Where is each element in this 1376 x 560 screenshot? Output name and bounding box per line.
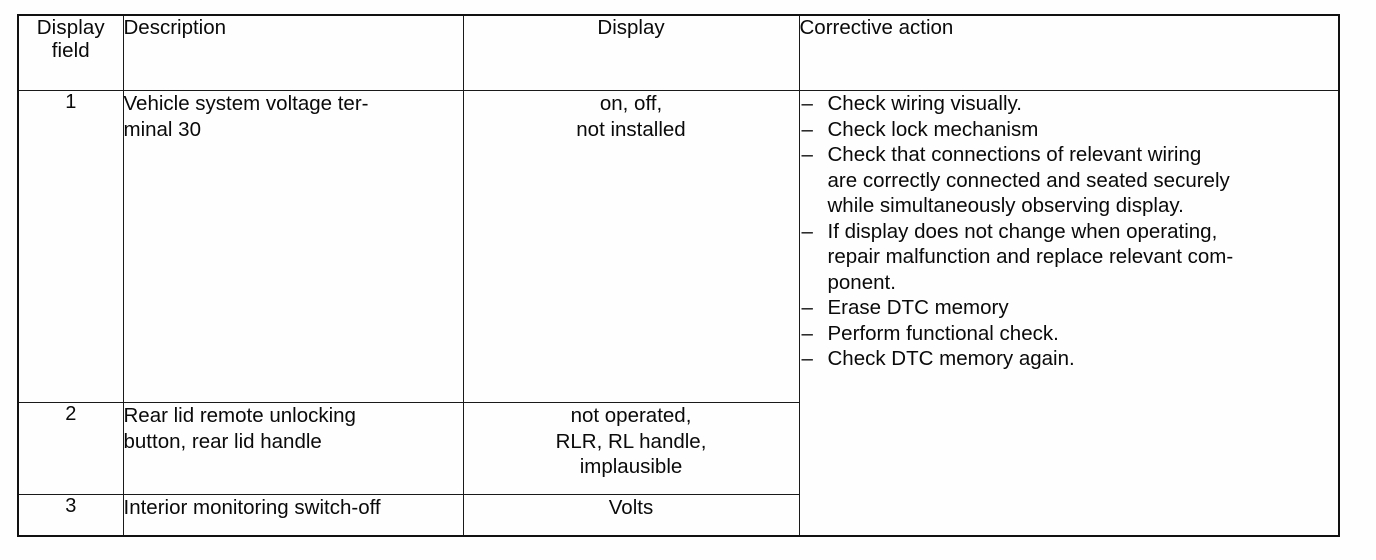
description-line: Vehicle system voltage ter- xyxy=(123,92,369,115)
action-line: Check lock mechanism xyxy=(827,117,1039,141)
column-header-display-field-line1: Display xyxy=(36,16,105,39)
description-line: Rear lid remote unlocking xyxy=(123,404,356,427)
cell-corrective-action: – Check wiring visually. – Check lock me… xyxy=(798,90,1340,536)
cell-description: Rear lid remote unlocking button, rear l… xyxy=(122,402,464,495)
cell-description: Vehicle system voltage ter- minal 30 xyxy=(122,90,464,403)
action-line: Check DTC memory again. xyxy=(827,347,1075,370)
diagnostic-table: Display field Description Display Correc… xyxy=(17,14,1340,537)
action-line: Check that connections of relevant wirin… xyxy=(827,143,1202,166)
action-line: Check wiring visually. xyxy=(827,92,1022,115)
dash-bullet-icon: – xyxy=(801,143,813,166)
cell-display-field: 3 xyxy=(17,494,124,536)
dash-bullet-icon: – xyxy=(801,92,813,115)
display-value-line: not operated, xyxy=(570,404,692,427)
list-item: – Check that connections of relevant wir… xyxy=(800,142,1339,219)
dash-bullet-icon: – xyxy=(801,219,813,243)
cell-description: Interior monitoring switch-off xyxy=(122,494,464,536)
list-item: – If display does not change when operat… xyxy=(800,219,1339,296)
table-row: 3 Interior monitoring switch-off Volts xyxy=(17,494,1339,536)
dash-bullet-icon: – xyxy=(801,321,813,345)
action-line: repair malfunction and replace relevant … xyxy=(827,245,1234,268)
display-value-line: Volts xyxy=(608,496,654,519)
table-row: 1 Vehicle system voltage ter- minal 30 o… xyxy=(17,90,1340,536)
list-item: – Perform functional check. xyxy=(800,321,1339,347)
list-item: – Check DTC memory again. xyxy=(800,346,1339,372)
header-row: Display field Description Display Correc… xyxy=(17,14,1340,91)
action-line: are correctly connected and seated secur… xyxy=(827,168,1230,192)
display-value-line: not installed xyxy=(576,117,686,141)
dash-bullet-icon: – xyxy=(801,117,813,141)
dash-bullet-icon: – xyxy=(801,347,813,370)
cell-display-field: 1 xyxy=(17,90,124,403)
action-line: Erase DTC memory xyxy=(827,296,1009,319)
corrective-action-list: – Check wiring visually. – Check lock me… xyxy=(800,91,1339,372)
list-item: – Check lock mechanism xyxy=(800,117,1339,143)
column-header-display-field: Display field xyxy=(17,14,124,91)
dash-bullet-icon: – xyxy=(801,296,813,319)
action-line: If display does not change when operatin… xyxy=(827,219,1218,243)
display-value-line: on, off, xyxy=(599,92,663,115)
action-line: while simultaneously observing display. xyxy=(827,194,1184,217)
description-line: Interior monitoring switch-off xyxy=(123,496,381,519)
column-header-corrective-action: Corrective action xyxy=(798,14,1340,91)
cell-display-field: 2 xyxy=(17,402,124,495)
display-value-line: implausible xyxy=(579,455,683,478)
description-line: minal 30 xyxy=(123,117,202,141)
column-header-display: Display xyxy=(462,14,800,91)
column-header-description: Description xyxy=(122,14,464,91)
column-header-display-field-line2: field xyxy=(51,39,90,62)
cell-display-values: on, off, not installed xyxy=(462,90,800,403)
cell-display-values: Volts xyxy=(462,494,800,536)
table-body: 1 Vehicle system voltage ter- minal 30 o… xyxy=(17,90,1340,536)
cell-display-values: not operated, RLR, RL handle, implausibl… xyxy=(462,402,800,495)
table-header: Display field Description Display Correc… xyxy=(17,14,1340,91)
action-line: ponent. xyxy=(827,270,896,294)
table-row: 2 Rear lid remote unlocking button, rear… xyxy=(17,402,1339,495)
action-line: Perform functional check. xyxy=(827,321,1059,345)
display-value-line: RLR, RL handle, xyxy=(555,429,707,453)
description-line: button, rear lid handle xyxy=(123,429,322,453)
list-item: – Check wiring visually. xyxy=(800,91,1339,117)
list-item: – Erase DTC memory xyxy=(800,295,1339,321)
